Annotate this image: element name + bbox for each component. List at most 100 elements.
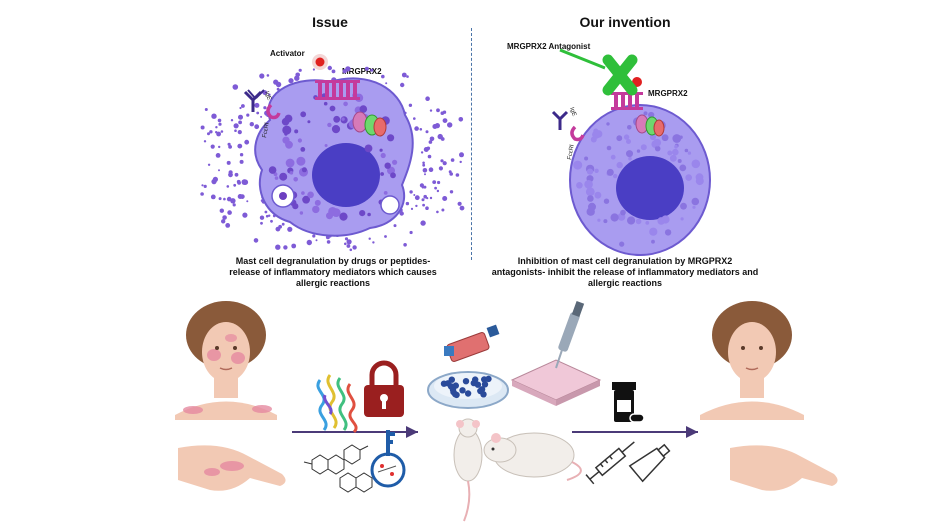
granule bbox=[383, 191, 388, 195]
granule bbox=[459, 205, 465, 211]
granule bbox=[259, 215, 265, 220]
pill-bottle-icon bbox=[612, 382, 645, 423]
granule bbox=[423, 147, 429, 152]
granule bbox=[442, 110, 447, 114]
granule bbox=[289, 171, 294, 175]
granule bbox=[619, 241, 625, 247]
antibody-icon bbox=[243, 89, 265, 112]
chemical-structure-icon bbox=[303, 444, 373, 493]
granule bbox=[627, 125, 632, 130]
granule bbox=[380, 152, 386, 159]
granule bbox=[385, 82, 388, 85]
granule bbox=[270, 219, 273, 223]
granule bbox=[669, 154, 677, 162]
ige-label: IgE bbox=[263, 91, 272, 102]
granule bbox=[218, 197, 222, 201]
granule bbox=[594, 191, 602, 199]
granule bbox=[312, 205, 320, 214]
granule bbox=[294, 129, 299, 134]
granule bbox=[606, 145, 612, 151]
granule bbox=[314, 199, 321, 206]
granule bbox=[390, 172, 396, 179]
fc-receptor-icon bbox=[266, 103, 281, 120]
granule bbox=[597, 218, 601, 222]
granule bbox=[260, 115, 263, 118]
granule bbox=[292, 203, 299, 210]
granule bbox=[420, 220, 426, 226]
granule bbox=[285, 158, 295, 168]
granule bbox=[327, 122, 332, 128]
granule bbox=[459, 387, 466, 394]
granule bbox=[283, 245, 288, 250]
granule bbox=[260, 221, 263, 225]
granule bbox=[204, 108, 208, 111]
granule bbox=[253, 238, 259, 243]
granule bbox=[284, 132, 288, 136]
patient-rash-icon bbox=[175, 301, 277, 420]
granule bbox=[266, 74, 270, 77]
granule bbox=[287, 226, 293, 232]
granule bbox=[331, 69, 336, 74]
granule bbox=[324, 144, 328, 147]
granule bbox=[346, 239, 352, 245]
granule bbox=[413, 117, 416, 120]
granule bbox=[315, 239, 318, 242]
invention-caption: Inhibition of mast cell degranulation by… bbox=[490, 256, 760, 289]
granule bbox=[401, 72, 407, 78]
granule bbox=[573, 160, 583, 170]
granule bbox=[367, 212, 371, 217]
antibody-icon bbox=[551, 110, 569, 130]
granule bbox=[212, 176, 218, 182]
granule bbox=[263, 106, 267, 110]
granule bbox=[422, 161, 425, 165]
granule bbox=[406, 75, 409, 78]
granule bbox=[239, 159, 244, 164]
granule bbox=[223, 197, 226, 201]
granule bbox=[301, 191, 305, 195]
granule bbox=[414, 195, 420, 201]
granule bbox=[298, 68, 302, 72]
granule bbox=[661, 134, 669, 142]
granule bbox=[344, 237, 349, 241]
granule bbox=[226, 160, 231, 165]
granule bbox=[616, 135, 623, 142]
protein-structure-icon bbox=[316, 374, 358, 434]
granule bbox=[586, 168, 594, 175]
granule bbox=[452, 382, 459, 389]
granule bbox=[434, 186, 437, 190]
granule bbox=[643, 111, 648, 116]
granule bbox=[328, 207, 337, 216]
granule bbox=[425, 96, 430, 101]
granule bbox=[268, 214, 271, 217]
granule bbox=[220, 130, 224, 133]
granule bbox=[645, 221, 650, 225]
granule bbox=[584, 180, 593, 189]
granule bbox=[241, 179, 248, 185]
granule bbox=[331, 125, 341, 134]
granule bbox=[679, 164, 687, 172]
granule bbox=[436, 189, 440, 193]
granule bbox=[584, 156, 589, 161]
granule bbox=[449, 190, 454, 194]
granule bbox=[648, 111, 655, 119]
granule bbox=[685, 174, 692, 181]
granule bbox=[657, 217, 665, 225]
granule bbox=[438, 166, 443, 171]
granule bbox=[459, 152, 464, 158]
issue-caption-line: Mast cell degranulation by drugs or pept… bbox=[235, 256, 431, 266]
granule bbox=[268, 166, 277, 174]
granule bbox=[233, 123, 239, 129]
granule bbox=[333, 115, 341, 123]
granule bbox=[576, 182, 583, 189]
granule bbox=[432, 124, 438, 129]
granule bbox=[346, 244, 351, 248]
granule bbox=[227, 210, 232, 215]
granule bbox=[419, 183, 424, 188]
invention-caption-line: Inhibition of mast cell degranulation by… bbox=[517, 256, 733, 266]
granule bbox=[215, 126, 218, 129]
granule bbox=[239, 153, 244, 157]
granule bbox=[307, 120, 311, 124]
granule bbox=[349, 248, 353, 252]
hand-rash-icon bbox=[178, 445, 286, 491]
